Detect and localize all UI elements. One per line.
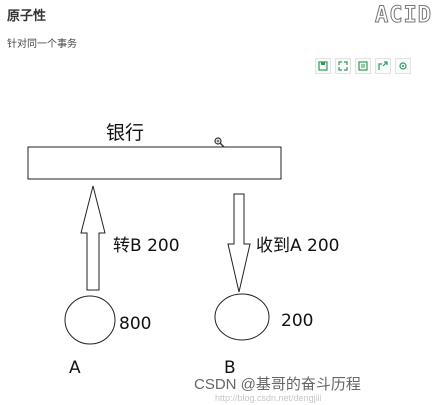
page-title: 原子性 xyxy=(7,9,47,24)
blog-url-watermark: http://blog.csdn.net/dengjili xyxy=(215,393,322,403)
up-arrow xyxy=(80,185,106,291)
export-button[interactable] xyxy=(355,58,371,74)
account-b-balance: 200 xyxy=(281,311,313,331)
diagram-toolbar xyxy=(315,58,411,74)
account-b-circle xyxy=(214,293,270,341)
account-a-circle xyxy=(64,295,116,345)
save-icon xyxy=(318,61,328,71)
share-button[interactable] xyxy=(375,58,391,74)
export-icon xyxy=(358,61,368,71)
settings-button[interactable] xyxy=(395,58,411,74)
fullscreen-icon xyxy=(338,61,348,71)
page-subtitle: 针对同一个事务 xyxy=(7,39,77,50)
share-icon xyxy=(378,61,388,70)
fullscreen-button[interactable] xyxy=(335,58,351,74)
account-a-balance: 800 xyxy=(119,314,151,334)
settings-icon xyxy=(399,62,407,70)
down-arrow xyxy=(227,193,251,293)
account-a-label: A xyxy=(69,358,81,378)
account-b-label: B xyxy=(224,358,236,378)
save-button[interactable] xyxy=(315,58,331,74)
zoom-cursor-icon xyxy=(214,137,225,148)
bank-label: 银行 xyxy=(106,122,144,144)
receive-label: 收到A 200 xyxy=(256,236,339,256)
csdn-watermark: CSDN @基哥的奋斗历程 xyxy=(194,376,361,393)
acid-label: ACID xyxy=(375,3,432,29)
transfer-label: 转B 200 xyxy=(113,236,180,256)
bank-box xyxy=(27,146,282,180)
